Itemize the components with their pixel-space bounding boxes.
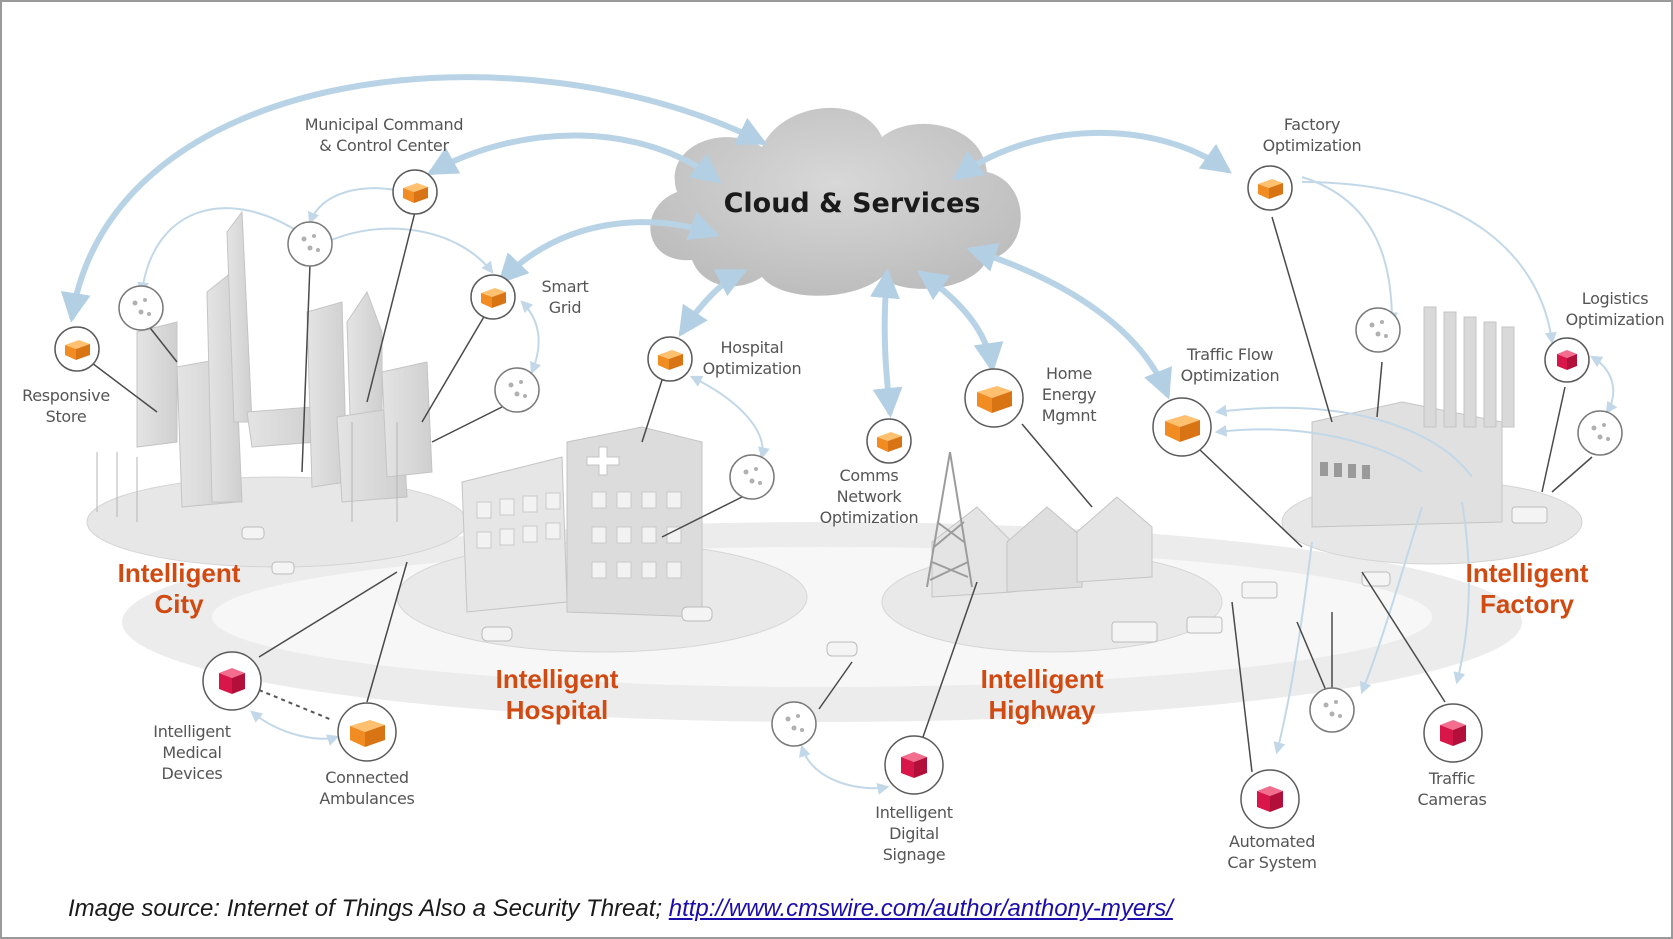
sensor-dots-icon (729, 454, 775, 500)
radio-tower (926, 451, 973, 588)
orange-cube-icon (1247, 165, 1293, 211)
sensor-dots-icon (1309, 687, 1355, 733)
source-link[interactable]: http://www.cmswire.com/author/anthony-my… (668, 895, 1173, 922)
pink-cube-icon (202, 651, 262, 711)
label-automated-car-system: Automated Car System (1227, 832, 1317, 872)
label-municipal: Municipal Command & Control Center (304, 115, 464, 155)
label-logistics-optimization: Logistics Optimization (1565, 289, 1665, 329)
city-buildings (96, 210, 433, 522)
label-digital-signage: Intelligent Digital Signage (875, 803, 953, 864)
label-traffic-flow: Traffic Flow Optimization (1180, 345, 1280, 385)
pink-nodes (202, 337, 1590, 829)
cloud-arrows (60, 74, 1232, 418)
label-home-energy: Home Energy Mgmnt (1041, 364, 1097, 425)
zone-title-city: Intelligent City (117, 558, 241, 619)
pink-cube-icon (1544, 337, 1590, 383)
vehicles (241, 506, 1548, 657)
sensor-dots-icon (771, 701, 817, 747)
image-source-caption: Image source: Internet of Things Also a … (68, 895, 1173, 923)
orange-nodes (54, 165, 1293, 762)
label-comms-network: Comms Network Optimization (819, 466, 919, 527)
orange-cube-icon (866, 418, 912, 464)
sensor-dots (132, 234, 1610, 732)
dashed-link (258, 689, 333, 721)
label-traffic-cameras: Traffic Cameras (1417, 769, 1487, 809)
label-medical-devices: Intelligent Medical Devices (153, 722, 231, 783)
orange-cube-icon (647, 336, 693, 382)
orange-cube-icon (470, 274, 516, 320)
zone-title-factory: Intelligent Factory (1465, 558, 1589, 619)
factory-building (1311, 306, 1515, 528)
caption-text: Image source: Internet of Things Also a … (68, 895, 669, 922)
pink-cube-icon (884, 735, 944, 795)
sensor-dots-icon (287, 221, 333, 267)
sensor-dots-icon (1355, 307, 1401, 353)
orange-cube-icon (54, 326, 100, 372)
orange-cube-icon (337, 702, 397, 762)
label-responsive-store: Responsive Store (22, 386, 110, 426)
label-smart-grid: Smart Grid (541, 277, 589, 317)
sensor-dots-icon (1577, 410, 1623, 456)
city-platform (86, 476, 468, 568)
pink-cube-icon (1240, 769, 1300, 829)
sensor-dots-icon (118, 285, 164, 331)
zone-title-hospital: Intelligent Hospital (495, 664, 619, 725)
sensor-dots-icon (494, 367, 540, 413)
orange-cube-icon (392, 169, 438, 215)
sensor-nodes (118, 221, 1623, 747)
orange-cube-icon (1152, 397, 1212, 457)
label-factory-optimization: Factory Optimization (1262, 115, 1362, 155)
local-arrows (137, 176, 1618, 795)
pink-cube-icon (1423, 703, 1483, 763)
connector-lines (87, 211, 1593, 773)
label-connected-ambulances: Connected Ambulances (319, 768, 415, 808)
highway-buildings (926, 451, 1153, 598)
hospital-building (461, 426, 703, 618)
cloud-title: Cloud & Services (723, 188, 981, 219)
orange-cube-icon (964, 368, 1024, 428)
zone-title-highway: Intelligent Highway (980, 664, 1104, 725)
label-hospital-optimization: Hospital Optimization (702, 338, 802, 378)
